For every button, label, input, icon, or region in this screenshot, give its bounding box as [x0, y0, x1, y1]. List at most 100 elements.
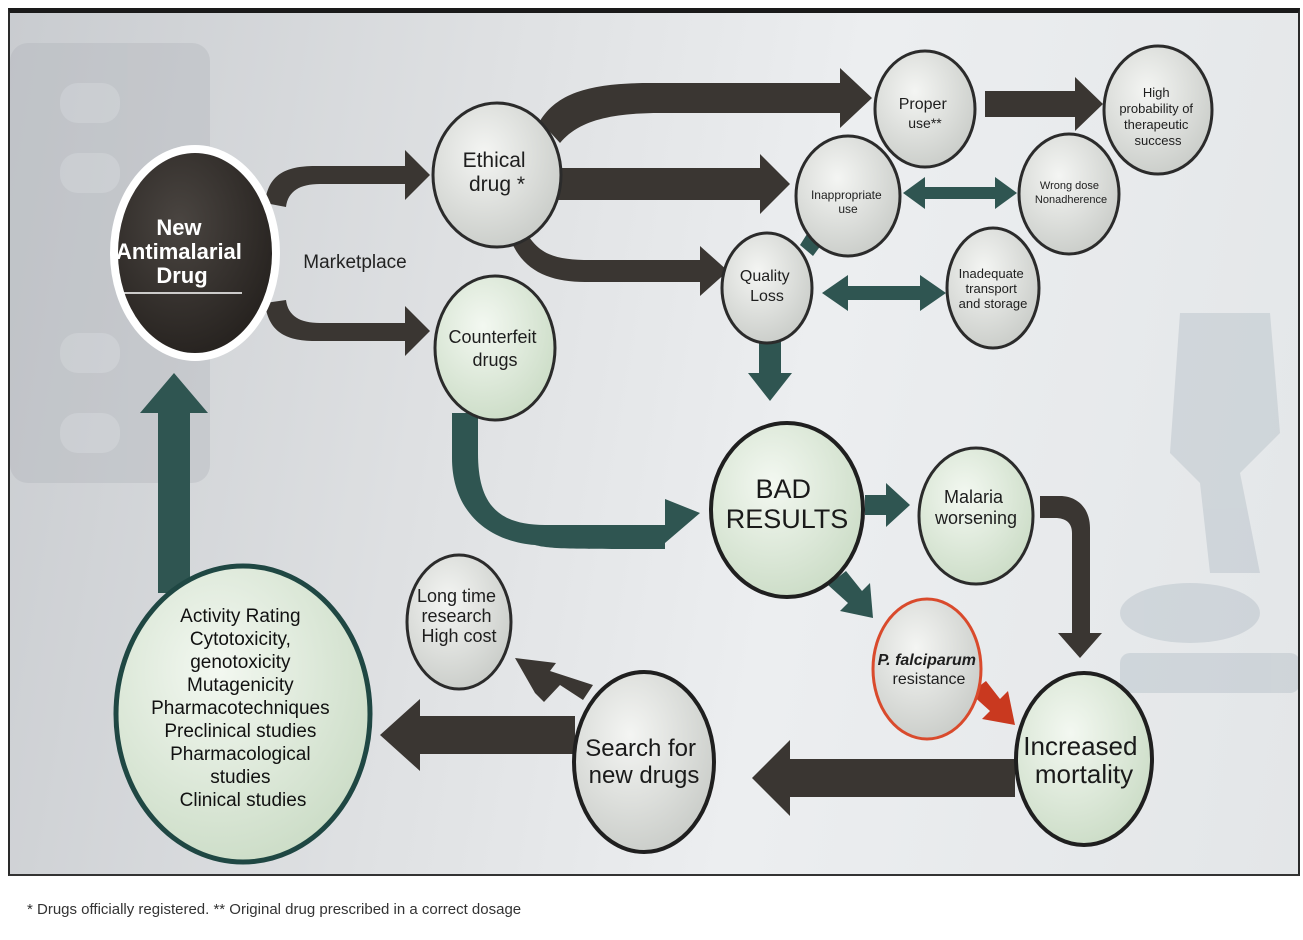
- pfalciparum-line-2: resistance: [893, 671, 966, 688]
- proper-use-line-1: Proper: [899, 96, 948, 113]
- svg-text:Malaria worsening: Malaria worsening: [934, 487, 1017, 528]
- arrow-search-to-activity: [380, 699, 575, 771]
- quality-loss-line-2: Loss: [750, 288, 784, 305]
- marketplace-label: Marketplace: [303, 252, 407, 273]
- search-line-2: new drugs: [589, 762, 700, 789]
- search-line-1: Search for: [585, 735, 696, 762]
- arrow-activity-to-newdrug: [140, 373, 208, 593]
- node-high-probability: High probability of therapeutic success: [1102, 44, 1214, 176]
- malaria-line-2: worsening: [934, 508, 1017, 528]
- activity-line-4: Mutagenicity: [187, 675, 294, 696]
- arrow-badresults-to-malaria: [865, 483, 910, 527]
- high-prob-line-4: success: [1135, 133, 1182, 148]
- new-drug-line-3: Drug: [156, 263, 207, 288]
- wrong-dose-line-2: Nonadherence: [1035, 194, 1107, 206]
- svg-text:Inappropriate use: Inappropriate use: [811, 188, 885, 216]
- arrow-mortality-to-search: [752, 740, 1015, 816]
- activity-line-1: Activity Rating: [180, 606, 300, 627]
- activity-line-8: studies: [210, 767, 270, 788]
- svg-text:Inadequate transport: Inadequate transport and storage: [959, 266, 1028, 311]
- node-search-new-drugs: Search for new drugs: [572, 670, 716, 854]
- arrow-counterfeit-to-badresults: [452, 413, 700, 549]
- footnote: * Drugs officially registered. ** Origin…: [27, 901, 522, 918]
- node-wrong-dose: Wrong dose Nonadherence: [1017, 132, 1121, 256]
- inadequate-line-2: transport: [966, 281, 1018, 296]
- svg-text:Ethical drug *: Ethical drug *: [463, 149, 532, 196]
- activity-line-9: Clinical studies: [180, 790, 307, 811]
- new-drug-line-2: Antimalarial: [116, 239, 242, 264]
- diagram-frame: New Antimalarial Drug Marketplace Ethica…: [8, 8, 1300, 876]
- arrow-pfalciparum-to-mortality: [970, 681, 1015, 725]
- svg-text:Quality Loss: Quality Loss: [740, 268, 794, 305]
- node-quality-loss: Quality Loss: [720, 231, 814, 345]
- activity-line-7: Pharmacological: [170, 744, 310, 765]
- high-prob-line-1: High: [1143, 85, 1170, 100]
- activity-line-2: Cytotoxicity,: [190, 629, 291, 650]
- arrow-proper-to-success: [985, 77, 1103, 131]
- svg-text:Activity Rating Cytoto: Activity Rating Cytotoxicity, genotoxici…: [151, 606, 335, 811]
- svg-text:Search for new drugs: Search for new drugs: [585, 735, 702, 789]
- svg-text:P. falciparum resistan: P. falciparum resistance: [878, 652, 981, 688]
- node-new-antimalarial-drug: New Antimalarial Drug: [110, 145, 280, 361]
- svg-text:Proper use**: Proper use**: [899, 96, 951, 131]
- arrow-ethical-to-quality: [510, 223, 728, 296]
- ethical-drug-line-1: Ethical: [463, 149, 526, 172]
- flow-diagram: New Antimalarial Drug Marketplace Ethica…: [10, 43, 1298, 865]
- inappropriate-line-2: use: [838, 202, 858, 216]
- inappropriate-line-1: Inappropriate: [811, 188, 882, 202]
- high-prob-line-2: probability of: [1119, 101, 1193, 116]
- node-increased-mortality: Increased mortality: [1014, 671, 1154, 847]
- ethical-drug-line-2: drug *: [469, 173, 525, 196]
- arrow-malaria-to-mortality: [1040, 496, 1102, 658]
- arrow-search-to-longtime: [515, 658, 593, 702]
- pfalciparum-line-1: P. falciparum: [878, 652, 976, 669]
- inadequate-line-3: and storage: [959, 296, 1028, 311]
- arrow-ethical-to-proper: [540, 68, 872, 143]
- mortality-line-1: Increased: [1023, 731, 1137, 761]
- proper-use-line-2: use**: [908, 115, 942, 131]
- counterfeit-line-2: drugs: [472, 350, 517, 370]
- long-time-line-1: Long time: [417, 586, 496, 606]
- arrow-badresults-to-pfalciparum: [828, 571, 873, 618]
- node-p-falciparum-resistance: P. falciparum resistance: [871, 597, 983, 741]
- counterfeit-line-1: Counterfeit: [448, 327, 536, 347]
- arrow-newdrug-to-ethical: [265, 150, 430, 207]
- node-inadequate-transport: Inadequate transport and storage: [945, 226, 1041, 350]
- svg-text:Wrong dose Nonadherenc: Wrong dose Nonadherence: [1035, 180, 1107, 206]
- background-pill-pack-icon: [10, 43, 210, 483]
- bad-results-line-2: RESULTS: [726, 504, 849, 534]
- wrong-dose-line-1: Wrong dose: [1040, 180, 1099, 192]
- background-microscope-icon: [1120, 313, 1298, 693]
- activity-line-6: Preclinical studies: [164, 721, 316, 742]
- svg-text:Counterfeit drugs: Counterfeit drugs: [448, 327, 541, 370]
- node-long-time-research: Long time research High cost: [405, 553, 513, 691]
- svg-text:High probability of: High probability of therapeutic success: [1119, 85, 1196, 148]
- long-time-line-2: research: [421, 606, 491, 626]
- quality-loss-line-1: Quality: [740, 268, 790, 285]
- node-bad-results: BAD RESULTS: [709, 421, 865, 599]
- node-counterfeit-drugs: Counterfeit drugs: [433, 274, 557, 422]
- node-ethical-drug: Ethical drug *: [431, 101, 563, 249]
- activity-line-3: genotoxicity: [190, 652, 291, 673]
- arrow-newdrug-to-counterfeit: [265, 300, 430, 356]
- new-drug-line-1: New: [156, 215, 202, 240]
- arrow-quality-to-badresults: [748, 340, 792, 401]
- arrow-quality-transport: [822, 275, 946, 311]
- svg-text:Increased mortality: Increased mortality: [1023, 731, 1144, 789]
- node-activity-rating: Activity Rating Cytotoxicity, genotoxici…: [113, 563, 373, 865]
- svg-text:BAD RESULTS: BAD RESULTS: [726, 474, 849, 534]
- node-inappropriate-use: Inappropriate use: [794, 134, 902, 258]
- arrow-ethical-to-inappropriate: [556, 154, 790, 214]
- arrow-inappropriate-wrongdose: [903, 177, 1017, 209]
- activity-line-5: Pharmacotechniques: [151, 698, 330, 719]
- long-time-line-3: High cost: [421, 626, 496, 646]
- malaria-line-1: Malaria: [944, 487, 1004, 507]
- high-prob-line-3: therapeutic: [1124, 117, 1189, 132]
- svg-text:New Antimalarial: New Antimalarial Drug: [116, 215, 248, 288]
- node-malaria-worsening: Malaria worsening: [917, 446, 1035, 586]
- node-proper-use: Proper use**: [873, 49, 977, 169]
- bad-results-line-1: BAD: [755, 474, 811, 504]
- inadequate-line-1: Inadequate: [959, 266, 1024, 281]
- mortality-line-2: mortality: [1035, 759, 1133, 789]
- svg-text:Long time research: Long time research High cost: [417, 586, 501, 646]
